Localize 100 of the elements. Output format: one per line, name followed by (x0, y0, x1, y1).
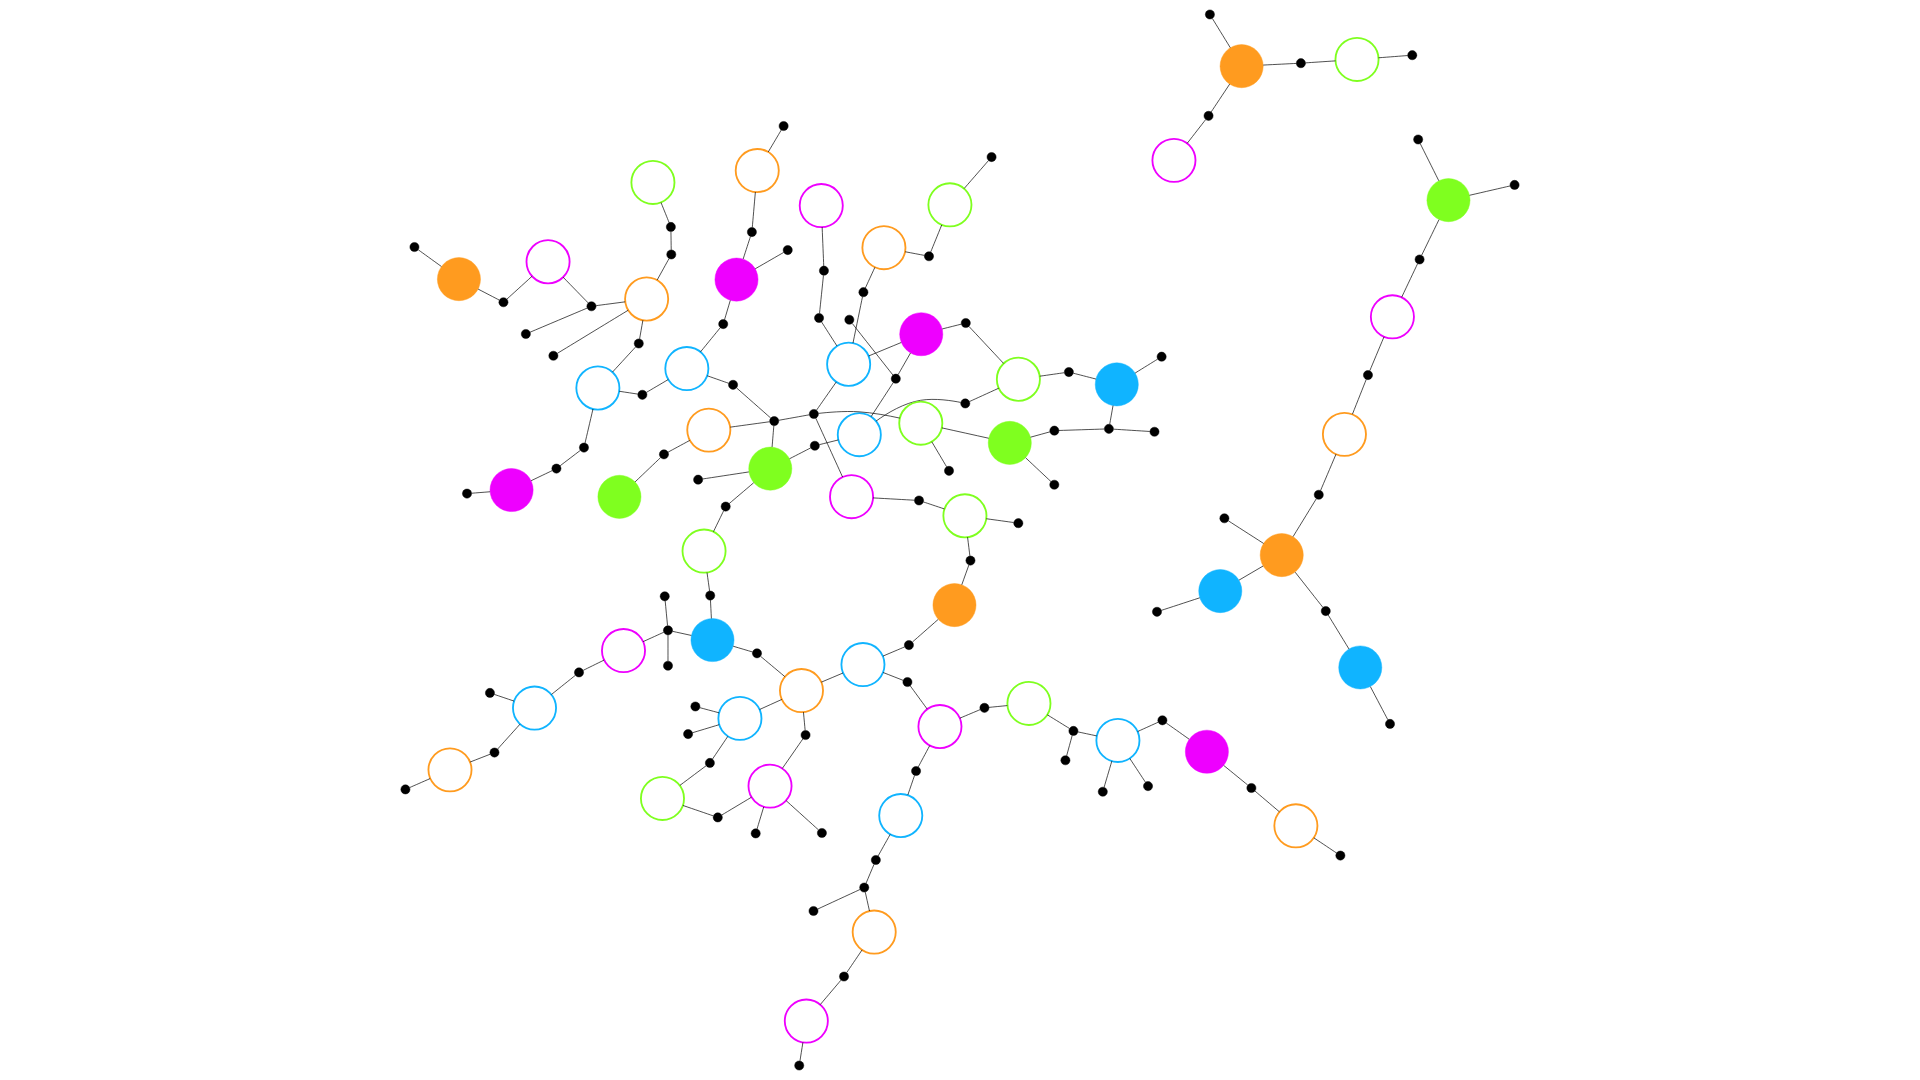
node-circle (1259, 533, 1304, 577)
node-circle (664, 346, 710, 392)
node-dot (1143, 781, 1153, 791)
connector (1129, 758, 1146, 783)
node-dot (1296, 58, 1306, 68)
connector (692, 724, 720, 734)
node-dot (859, 882, 870, 893)
node-dot (814, 313, 824, 323)
node-circle (836, 412, 882, 458)
node-circle (927, 182, 973, 228)
node-dot (965, 555, 976, 566)
connector (417, 249, 442, 267)
node-dot (521, 329, 531, 339)
connector (710, 599, 712, 619)
connector (1419, 143, 1440, 182)
connector (988, 705, 1008, 708)
node-circle (942, 493, 988, 539)
node-dot (960, 318, 971, 328)
connector (817, 889, 861, 910)
connector (562, 276, 589, 304)
connector (732, 645, 753, 653)
node-circle (1198, 569, 1243, 613)
connector (646, 379, 669, 393)
connector (968, 326, 1004, 364)
connector (882, 672, 904, 681)
node-dot (663, 660, 673, 671)
connector (700, 327, 721, 353)
connector (851, 323, 894, 376)
connector (819, 275, 824, 314)
node-dot (489, 747, 500, 758)
node-circle (995, 356, 1041, 402)
connector (1025, 457, 1052, 482)
connector (1212, 18, 1231, 49)
connector (1103, 760, 1113, 788)
node-dot (633, 338, 644, 349)
node-dot (924, 251, 934, 262)
connector (612, 346, 636, 373)
connector (1327, 614, 1350, 650)
connector (559, 450, 581, 467)
connector (986, 518, 1015, 523)
node-dot (663, 625, 673, 636)
node-dot (574, 667, 584, 678)
node-dot (720, 501, 731, 512)
connector (778, 414, 810, 421)
connector (477, 288, 500, 301)
connector (1320, 453, 1337, 491)
node-circle (1273, 803, 1319, 849)
node-dot (683, 729, 693, 739)
node-circle (597, 475, 642, 519)
connector (742, 236, 751, 260)
node-dot (1152, 607, 1162, 617)
node-dot (769, 416, 780, 426)
node-circle (630, 159, 676, 205)
node-circle (690, 618, 735, 662)
connector (1186, 119, 1207, 144)
connector (1294, 571, 1324, 608)
node-dot (1509, 180, 1520, 190)
node-dot (911, 766, 921, 776)
node-dot (1013, 518, 1024, 528)
node-dot (1157, 715, 1168, 726)
connector (1210, 83, 1231, 113)
connector (1305, 60, 1336, 64)
connector (760, 656, 786, 677)
connector (1030, 431, 1051, 438)
connector (815, 417, 843, 478)
node-circle (1095, 717, 1141, 763)
node-circle (714, 257, 759, 302)
node-circle (601, 628, 646, 673)
connector (969, 387, 1000, 402)
connector (1401, 263, 1418, 298)
connector (870, 382, 894, 417)
connector (819, 979, 842, 1005)
connector (759, 699, 783, 710)
node-circle (988, 421, 1032, 465)
connector (865, 267, 876, 289)
connector (868, 342, 902, 357)
node-dot (1097, 786, 1108, 797)
connector (923, 501, 945, 510)
node-circle (525, 239, 571, 285)
connector (803, 711, 806, 731)
connector (667, 440, 691, 453)
node-circle (748, 446, 793, 491)
connector (1469, 185, 1511, 196)
connector (821, 321, 838, 347)
node-dot (409, 242, 420, 252)
node-dot (839, 971, 849, 982)
node-dot (1413, 134, 1423, 145)
connector (875, 399, 962, 422)
node-dot (747, 227, 757, 237)
connector (494, 694, 515, 702)
node-dot (1407, 50, 1418, 60)
node-circle (779, 668, 824, 713)
node-dot (1320, 606, 1331, 616)
node-dot (844, 314, 855, 325)
node-dot (858, 287, 869, 297)
node-dot (1068, 726, 1079, 736)
connector (672, 631, 692, 636)
connector (751, 191, 756, 228)
connector (736, 387, 772, 419)
node-dot (1313, 489, 1324, 500)
